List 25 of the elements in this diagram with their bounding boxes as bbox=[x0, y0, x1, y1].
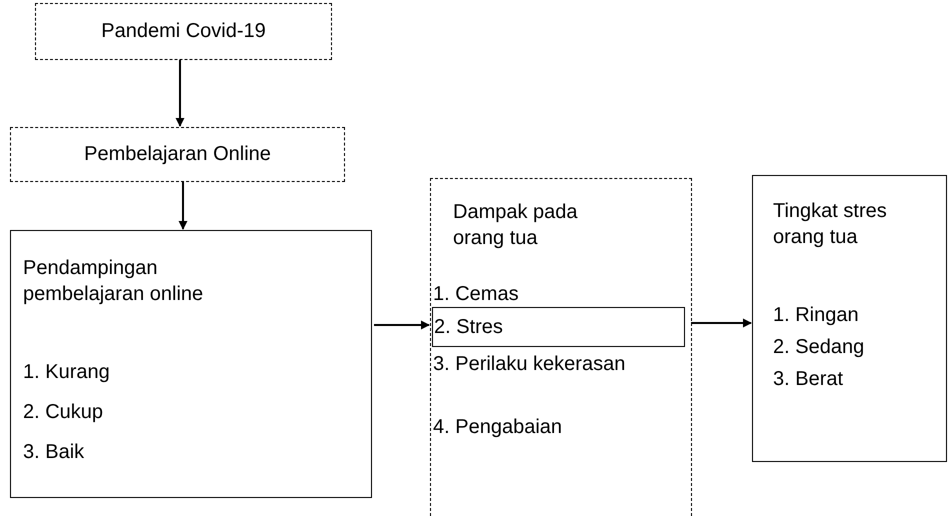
concept-box bbox=[752, 175, 947, 462]
list-item: 1. Kurang bbox=[23, 360, 111, 385]
list-item: 2. Stres bbox=[434, 315, 504, 340]
arrow bbox=[178, 182, 188, 230]
box-heading: Pendampingan pembelajaran online bbox=[23, 256, 204, 307]
list-item: 1. Ringan bbox=[773, 303, 860, 328]
list-item: 3. Baik bbox=[23, 440, 86, 465]
box-label: Pembelajaran Online bbox=[83, 142, 272, 167]
list-item: 2. Sedang bbox=[773, 335, 866, 360]
arrow bbox=[176, 60, 184, 127]
box-heading: Tingkat stres orang tua bbox=[773, 199, 888, 250]
concept-box bbox=[430, 178, 692, 516]
list-item: 4. Pengabaian bbox=[433, 415, 564, 440]
list-item: 3. Perilaku kekerasan bbox=[433, 352, 626, 377]
list-item: 3. Berat bbox=[773, 367, 844, 392]
box-label: Pandemi Covid-19 bbox=[100, 19, 267, 44]
list-item: 1. Cemas bbox=[433, 282, 520, 307]
concept-box bbox=[10, 127, 345, 182]
highlight-box bbox=[432, 307, 685, 347]
box-heading: Dampak pada orang tua bbox=[453, 200, 579, 251]
concept-box bbox=[35, 3, 332, 60]
list-item: 2. Cukup bbox=[23, 400, 104, 425]
concept-box bbox=[10, 230, 372, 498]
arrow bbox=[691, 318, 752, 328]
arrow bbox=[374, 320, 430, 330]
